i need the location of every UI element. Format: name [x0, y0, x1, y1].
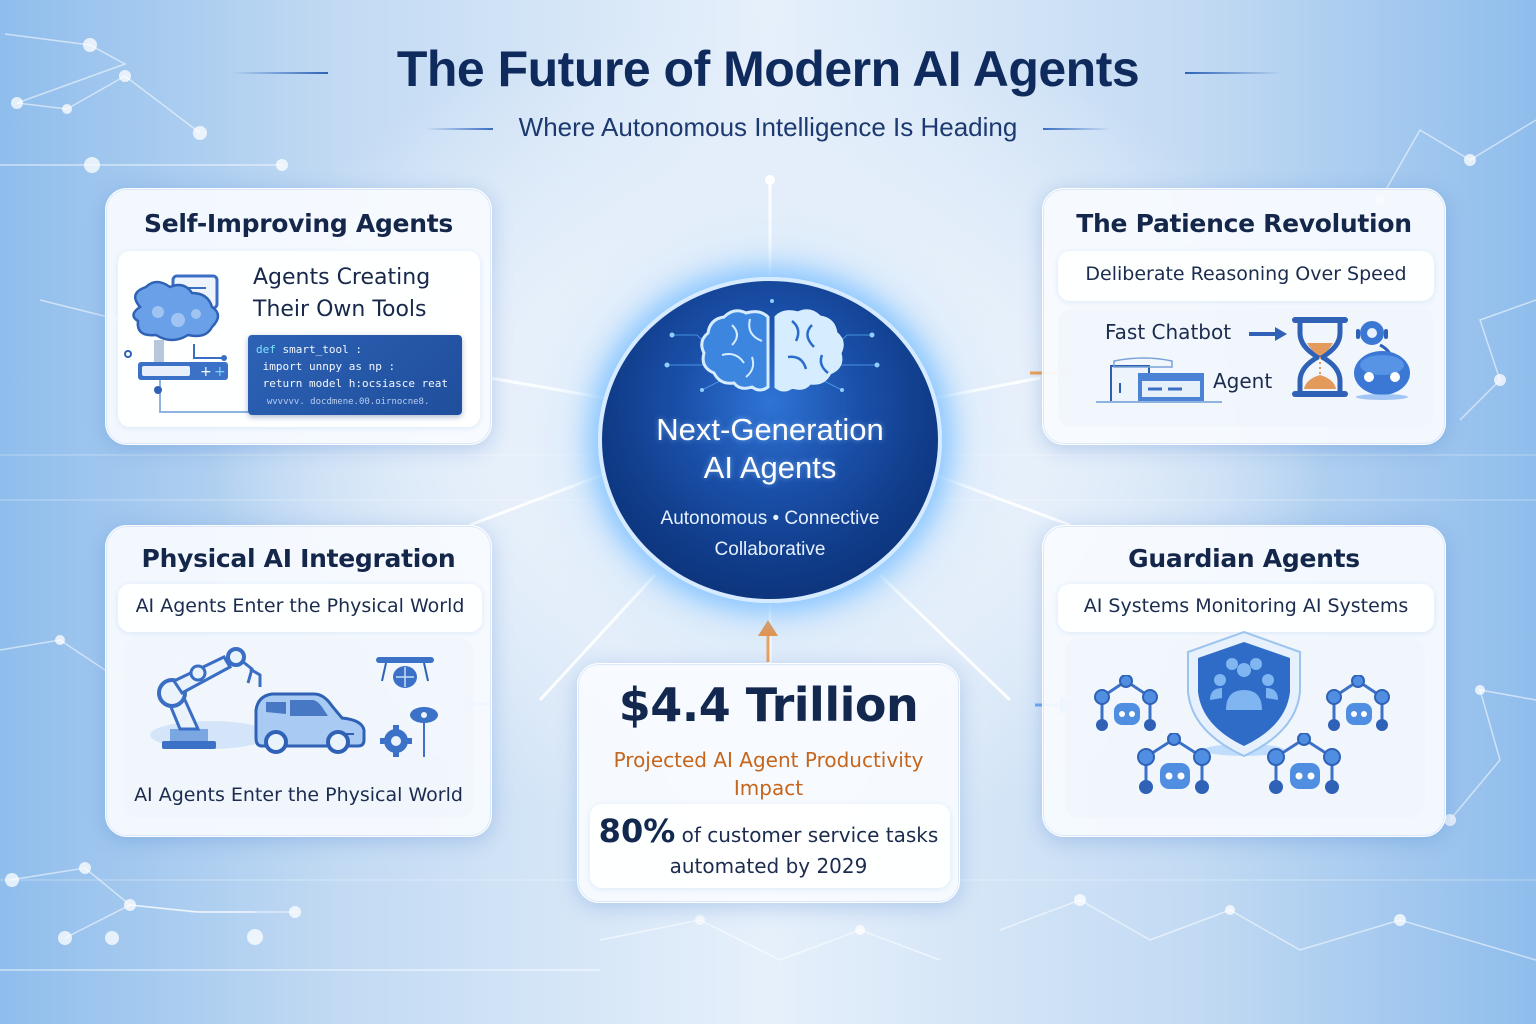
robot-icon: [1354, 321, 1410, 400]
arrow-right-icon: [1249, 327, 1287, 341]
browser-window-icon: [1096, 357, 1222, 403]
card-market-stat[interactable]: $4.4 Trillion Projected AI Agent Product…: [577, 663, 960, 903]
stat-percentage: 80%: [598, 812, 676, 850]
drone-icon: [376, 657, 434, 688]
code-line-4: wvvvvv. docdmene.00.oirnocne8.: [256, 397, 430, 407]
card-title: Physical AI Integration: [141, 544, 456, 573]
stat-percentage-line: 80% of customer service tasks: [598, 812, 939, 850]
card-title: The Patience Revolution: [1076, 209, 1412, 238]
agent-label: Agent: [1213, 369, 1273, 393]
fast-chatbot-label: Fast Chatbot: [1105, 320, 1232, 344]
hourglass-icon: [1292, 317, 1348, 397]
subtitle-rule-left: [425, 128, 493, 130]
title-rule-left: [232, 72, 328, 74]
robot-arm-icon: [150, 647, 270, 749]
car-icon: [254, 692, 366, 754]
hub-title: Next-Generation AI Agents: [656, 412, 884, 485]
card-subtitle: Agents Creating Their Own Tools: [253, 265, 431, 322]
card-subtitle: Deliberate Reasoning Over Speed: [1085, 263, 1407, 285]
card-title: Guardian Agents: [1128, 544, 1360, 573]
stat-secondary-panel: [590, 804, 950, 888]
gear-icon: [380, 707, 438, 757]
page-subtitle: Where Autonomous Intelligence Is Heading: [518, 112, 1018, 142]
stat-headline: $4.4 Trillion: [618, 678, 919, 732]
cloud-tool-builder-icon: + +: [124, 274, 248, 413]
agent-network-icon: [1137, 733, 1211, 794]
stat-description: Projected AI Agent Productivity Impact: [613, 748, 924, 800]
card-title: Self-Improving Agents: [144, 209, 453, 238]
page-title: The Future of Modern AI Agents: [396, 41, 1140, 97]
svg-text:+: +: [214, 364, 226, 380]
code-snippet: def smart_tool : import unnpy as np : re…: [248, 335, 462, 415]
card-guardian-agents[interactable]: Guardian Agents AI Systems Monitoring AI…: [1042, 525, 1446, 837]
central-hub[interactable]: Next-Generation AI Agents Autonomous • C…: [598, 277, 942, 603]
code-line-1: def smart_tool :: [256, 343, 362, 356]
stat-percentage-line-2: automated by 2029: [669, 854, 868, 878]
card-subtitle: AI Systems Monitoring AI Systems: [1083, 595, 1409, 617]
brain-circuit-icon: [664, 299, 880, 392]
card-subtitle-pill: AI Agents Enter the Physical World: [118, 584, 482, 632]
code-line-2: import unnpy as np :: [256, 360, 396, 373]
code-line-3: return model h:ocsiasce reat: [256, 377, 449, 390]
agent-network-icon: [1094, 675, 1158, 731]
agent-network-icon: [1326, 675, 1390, 731]
shield-group-icon: [1187, 630, 1301, 758]
svg-text:+: +: [200, 364, 212, 380]
card-subtitle-pill: Deliberate Reasoning Over Speed: [1058, 251, 1434, 301]
hub-traits: Autonomous • Connective Collaborative: [660, 508, 880, 560]
card-subtitle-pill: AI Systems Monitoring AI Systems: [1058, 584, 1434, 632]
agent-network-icon: [1267, 733, 1341, 794]
card-caption: AI Agents Enter the Physical World: [134, 784, 463, 806]
card-subtitle: AI Agents Enter the Physical World: [135, 595, 465, 617]
